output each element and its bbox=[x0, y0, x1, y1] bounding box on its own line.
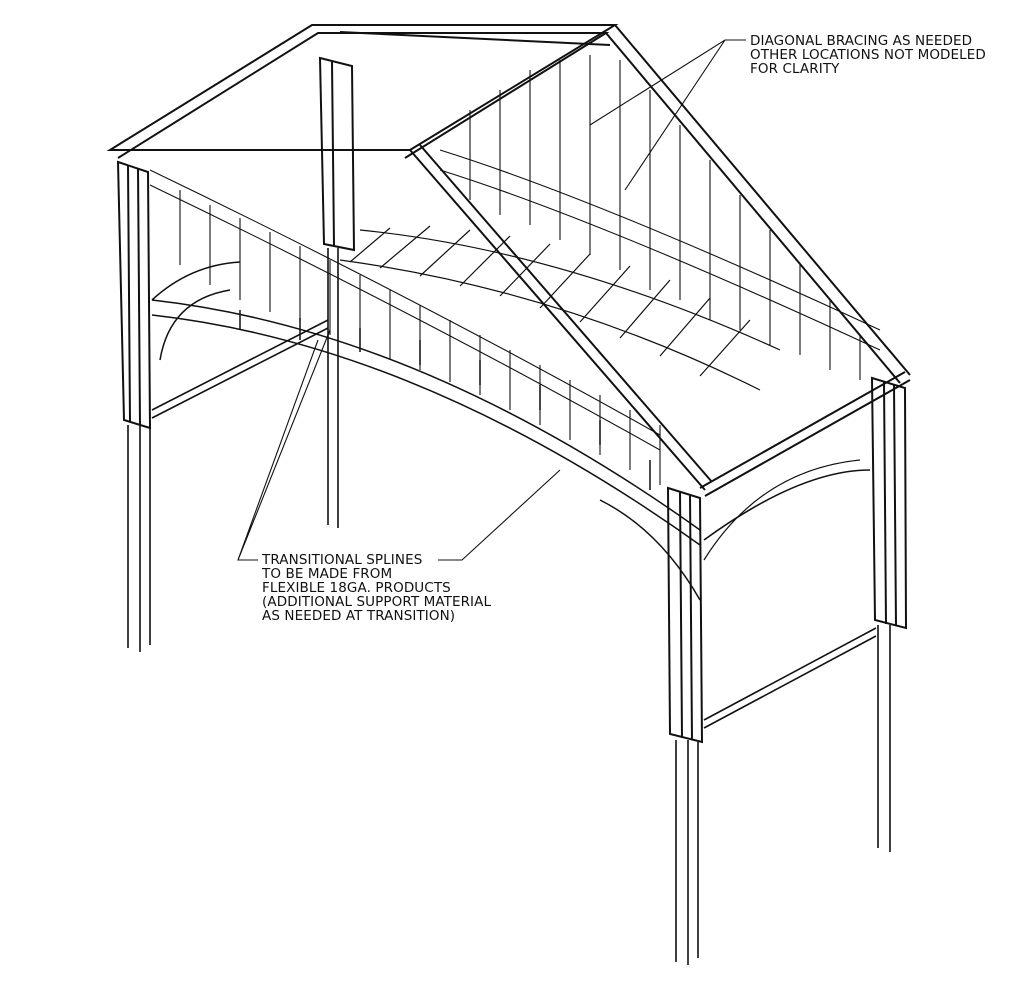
end-frames bbox=[151, 261, 877, 729]
note-line: FOR CLARITY bbox=[750, 61, 840, 77]
back-wall-studs bbox=[439, 55, 881, 380]
note-line: DIAGONAL BRACING AS NEEDED bbox=[750, 33, 973, 49]
deck-joists bbox=[339, 225, 781, 391]
note-line: OTHER LOCATIONS NOT MODELED bbox=[750, 47, 986, 63]
note-line: AS NEEDED AT TRANSITION) bbox=[262, 608, 456, 624]
note-line: TO BE MADE FROM bbox=[262, 566, 393, 582]
columns bbox=[116, 56, 908, 744]
support-posts bbox=[127, 248, 891, 965]
front-railing bbox=[149, 169, 661, 485]
roof-frame bbox=[106, 24, 911, 497]
note-diagonal-bracing: DIAGONAL BRACING AS NEEDED OTHER LOCATIO… bbox=[750, 34, 986, 76]
leader-lines bbox=[237, 39, 746, 561]
note-line: TRANSITIONAL SPLINES bbox=[262, 552, 423, 568]
note-transitional-splines: TRANSITIONAL SPLINES TO BE MADE FROM FLE… bbox=[262, 553, 491, 623]
note-line: (ADDITIONAL SUPPORT MATERIAL bbox=[262, 594, 492, 610]
arched-underside bbox=[151, 289, 701, 601]
note-line: FLEXIBLE 18GA. PRODUCTS bbox=[262, 580, 451, 596]
